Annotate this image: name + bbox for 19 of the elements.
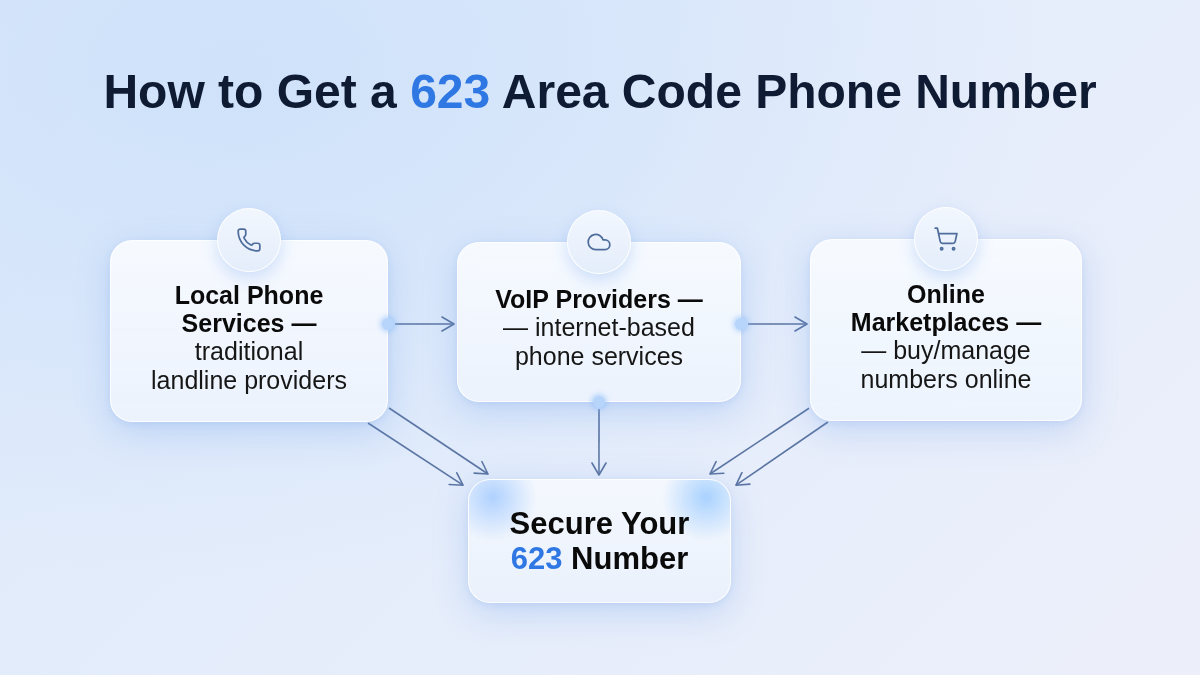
step-card bbox=[810, 239, 1082, 421]
step-card bbox=[457, 242, 741, 402]
result-text: Secure Your 623 Number bbox=[508, 506, 691, 576]
arrow bbox=[735, 421, 829, 486]
result-card bbox=[468, 479, 731, 603]
step-card bbox=[110, 240, 388, 422]
arrow bbox=[591, 408, 607, 476]
card-description: traditional landline providers bbox=[150, 337, 348, 395]
arrow bbox=[394, 316, 455, 332]
arrow bbox=[388, 407, 489, 475]
card-description: — internet-based phone services bbox=[502, 313, 696, 371]
card-heading: Online Marketplaces — bbox=[849, 280, 1043, 336]
card-heading: VoIP Providers — bbox=[495, 285, 703, 313]
arrow bbox=[747, 316, 808, 332]
card-description: — buy/manage numbers online bbox=[859, 336, 1033, 394]
arrow bbox=[367, 422, 464, 486]
card-heading: Local Phone Services — bbox=[173, 281, 325, 337]
title: How to Get a 623 Area Code Phone Number bbox=[103, 64, 1097, 120]
arrow bbox=[709, 407, 810, 475]
